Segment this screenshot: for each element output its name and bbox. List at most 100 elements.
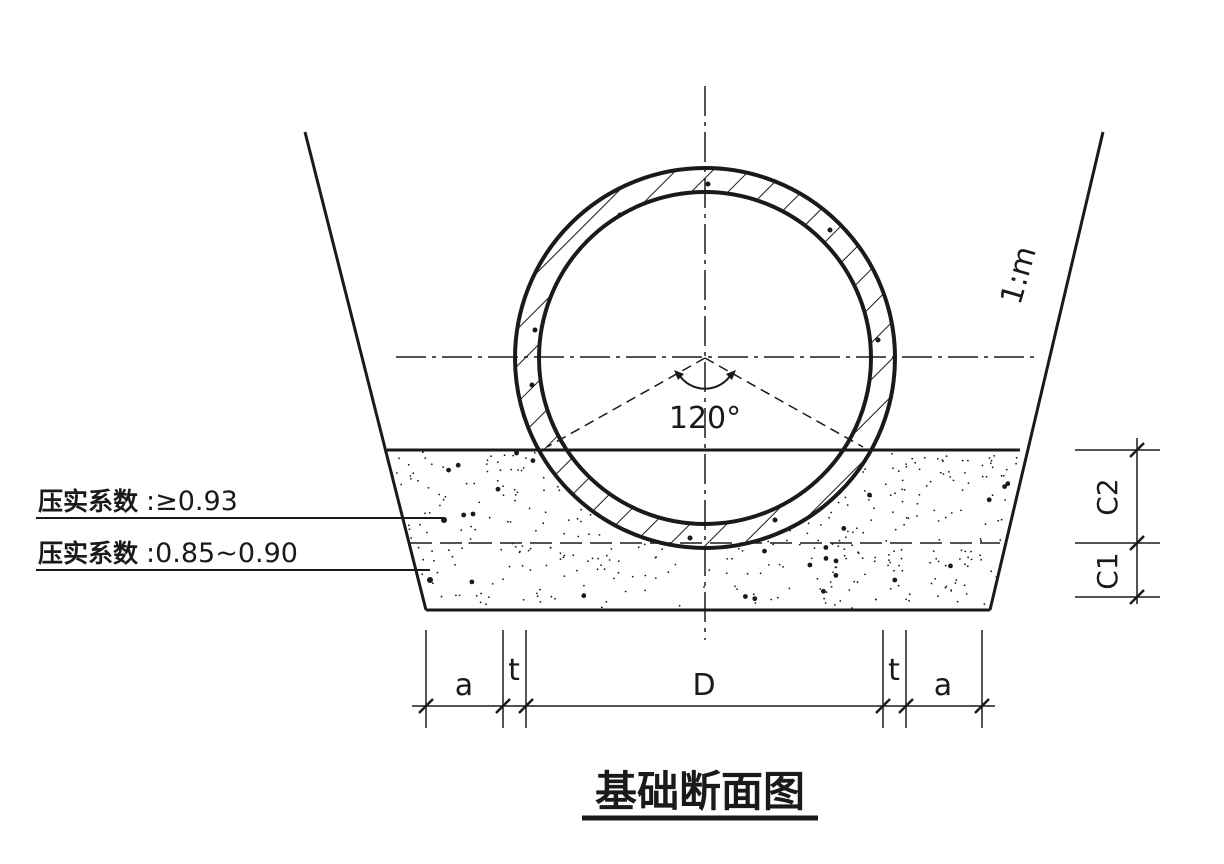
bedding-speckle xyxy=(617,571,620,574)
bedding-speckle xyxy=(516,491,519,494)
bedding-speckle xyxy=(952,479,955,482)
bedding-speckle xyxy=(941,459,944,461)
bedding-speckle xyxy=(544,511,547,514)
bedding-speckle xyxy=(990,570,993,573)
bedding-speckle xyxy=(1005,468,1008,471)
bedding-speckle xyxy=(752,596,758,602)
bedding-speckle xyxy=(539,601,542,603)
bedding-speckle xyxy=(426,531,428,534)
bedding-speckle xyxy=(536,592,538,595)
bedding-speckle xyxy=(967,482,970,484)
bedding-speckle xyxy=(519,550,521,553)
bedding-speckle xyxy=(864,573,866,576)
bedding-speckle xyxy=(581,593,587,599)
bedding-speckle xyxy=(563,575,566,578)
bedding-speckle xyxy=(601,606,603,609)
bedding-speckle xyxy=(587,560,589,562)
bedding-speckle xyxy=(542,476,545,479)
bedding-speckle xyxy=(461,512,467,518)
bedding-speckle xyxy=(703,586,705,589)
bedding-speckle xyxy=(513,488,516,491)
bedding-speckle xyxy=(856,581,859,584)
bedding-speckle xyxy=(486,459,489,462)
bedding-speckle xyxy=(944,564,947,567)
bedding-speckle xyxy=(460,529,463,532)
bedding-speckle xyxy=(856,527,858,530)
bedding-speckle xyxy=(823,556,829,561)
bedding-speckle xyxy=(901,488,903,491)
bedding-speckle xyxy=(605,600,608,603)
bottom-dimension-chain xyxy=(412,630,995,728)
bedding-speckle xyxy=(839,600,842,602)
bedding-speckle xyxy=(864,490,866,492)
bedding-speckle xyxy=(512,454,515,457)
bedding-speckle xyxy=(554,597,556,600)
bedding-speckle xyxy=(900,548,903,551)
bedding-speckle xyxy=(556,485,559,488)
bedding-speckle xyxy=(949,476,952,478)
bedding-speckle xyxy=(678,604,681,607)
compaction-value-1: :≥0.93 xyxy=(146,486,238,517)
bedding-speckle xyxy=(932,550,935,552)
bedding-speckle xyxy=(455,594,457,597)
bedding-speckle xyxy=(572,554,575,557)
bedding-speckle xyxy=(857,551,859,554)
bedding-speckle xyxy=(900,557,903,560)
dim-d: D xyxy=(692,668,715,703)
bedding-speckle xyxy=(916,502,919,505)
bedding-speckle xyxy=(845,557,848,560)
bedding-speckle xyxy=(588,533,590,536)
bedding-speckle xyxy=(431,550,433,552)
bedding-speckle xyxy=(918,493,921,496)
bedding-speckle xyxy=(984,523,987,525)
bedding-speckle xyxy=(637,546,640,549)
bedding-speckle xyxy=(455,462,461,468)
bedding-speckle xyxy=(577,535,580,538)
bedding-speckle xyxy=(743,594,748,599)
bedding-speckle xyxy=(580,520,582,523)
bedding-speckle xyxy=(508,565,511,568)
bedding-speckle xyxy=(767,540,770,543)
bedding-speckle xyxy=(970,558,973,561)
bedding-speckle xyxy=(520,469,523,472)
bedding-speckle xyxy=(478,501,481,504)
trench-left-wall xyxy=(303,131,428,611)
bedding-speckle xyxy=(897,584,900,587)
bedding-speckle xyxy=(389,565,392,568)
bedding-speckle xyxy=(874,598,877,601)
bedding-speckle xyxy=(470,525,472,528)
bedding-speckle xyxy=(810,557,813,560)
bedding-speckle xyxy=(391,518,393,521)
bedding-speckle xyxy=(390,547,392,550)
bedding-speckle xyxy=(999,539,1002,542)
bedding-speckle xyxy=(403,585,406,588)
bedding-speckle xyxy=(461,547,463,550)
bedding-speckle xyxy=(485,463,488,465)
bedding-speckle xyxy=(891,452,893,455)
bedding-speckle xyxy=(598,534,601,536)
bedding-speckle xyxy=(830,511,833,514)
bedding-speckle xyxy=(838,539,841,542)
bedding-speckle xyxy=(1007,552,1009,555)
bedding-speckle xyxy=(778,563,781,566)
bedding-speckle xyxy=(736,588,738,590)
bedding-speckle xyxy=(486,470,489,473)
bedding-speckle xyxy=(848,589,851,591)
bedding-speckle xyxy=(448,549,450,552)
drawing-title: 基础断面图 xyxy=(595,767,805,816)
dim-t-right: t xyxy=(888,653,900,688)
bedding-speckle xyxy=(905,463,907,465)
bedding-speckle xyxy=(507,520,509,523)
bedding-speckle xyxy=(967,556,969,559)
bedding-speckle xyxy=(833,573,839,578)
bedding-speckle xyxy=(986,497,992,503)
bedding-speckle xyxy=(999,589,1002,592)
bedding-speckle xyxy=(819,588,822,590)
bedding-speckle xyxy=(419,523,421,526)
bedding-speckle xyxy=(870,519,873,521)
bedding-speckle xyxy=(892,577,898,583)
bedding-speckle xyxy=(521,564,524,567)
bedding-speckle xyxy=(439,504,441,507)
bedding-speckle xyxy=(966,565,969,568)
bedding-speckle xyxy=(907,517,910,520)
